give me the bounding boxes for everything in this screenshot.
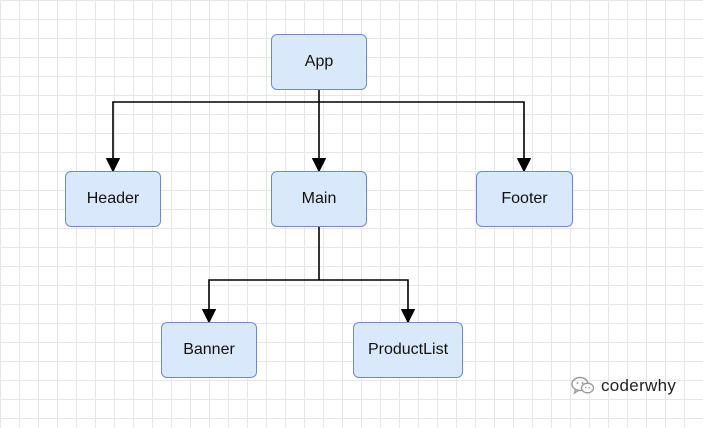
node-app[interactable]: App: [271, 34, 367, 90]
node-productlist[interactable]: ProductList: [353, 322, 463, 378]
node-app-label: App: [304, 53, 334, 70]
edge-main-productlist: [319, 279, 416, 324]
node-banner-label: Banner: [183, 341, 235, 358]
node-main-label: Main: [301, 190, 337, 207]
node-banner[interactable]: Banner: [161, 322, 257, 378]
node-main[interactable]: Main: [271, 171, 367, 227]
edge-app-header: [105, 101, 319, 173]
node-header[interactable]: Header: [65, 171, 161, 227]
edge-main-banner: [201, 279, 319, 324]
watermark: coderwhy: [571, 374, 676, 398]
node-productlist-label: ProductList: [367, 341, 449, 358]
node-footer-label: Footer: [501, 190, 548, 207]
watermark-text: coderwhy: [601, 376, 677, 395]
wechat-icon: [571, 376, 595, 395]
node-header-label: Header: [86, 190, 140, 207]
node-footer[interactable]: Footer: [476, 171, 573, 227]
edge-app-footer: [319, 101, 532, 173]
